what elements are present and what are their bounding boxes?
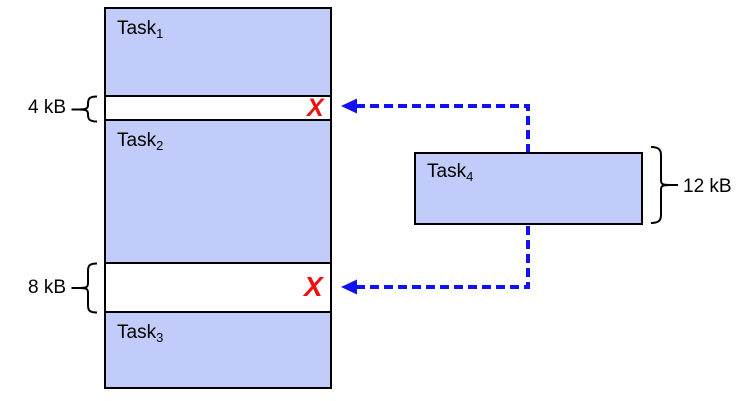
gap-4kb-block <box>104 95 332 121</box>
brace-12kb-icon <box>650 146 678 224</box>
arrow-to-4kb-gap-line <box>356 104 530 160</box>
reject-x-4kb: X <box>307 94 324 122</box>
task1-label-text: Task <box>117 18 157 39</box>
brace-4kb-icon <box>71 95 98 123</box>
task1-label-subscript: 1 <box>156 26 164 41</box>
arrow-to-4kb-gap <box>341 98 530 160</box>
task2-block <box>104 119 332 264</box>
arrow-to-8kb-gap <box>341 218 530 295</box>
task1-block <box>104 7 332 97</box>
task4-size-label: 12 kB <box>683 176 732 197</box>
task4-label: Task4 <box>427 162 473 187</box>
task2-label: Task2 <box>117 131 163 156</box>
arrow-to-4kb-gap-head-icon <box>341 98 357 114</box>
task4-block <box>414 152 643 225</box>
gap-8kb-size-label: 8 kB <box>27 277 66 298</box>
task1-label: Task1 <box>117 19 163 44</box>
task2-label-text: Task <box>117 130 157 151</box>
task4-label-subscript: 4 <box>466 169 474 184</box>
task3-block <box>104 311 332 389</box>
arrow-to-8kb-gap-line <box>356 218 530 289</box>
arrow-to-8kb-gap-head-icon <box>341 279 357 295</box>
gap-8kb-block <box>104 262 332 313</box>
task3-label: Task3 <box>117 323 163 348</box>
brace-8kb-icon <box>71 262 98 314</box>
task2-label-subscript: 2 <box>156 138 164 153</box>
task3-label-subscript: 3 <box>156 330 164 345</box>
task3-label-text: Task <box>117 322 157 343</box>
gap-4kb-size-label: 4 kB <box>27 97 66 118</box>
reject-x-8kb: X <box>304 271 323 302</box>
task4-label-text: Task <box>427 161 467 182</box>
